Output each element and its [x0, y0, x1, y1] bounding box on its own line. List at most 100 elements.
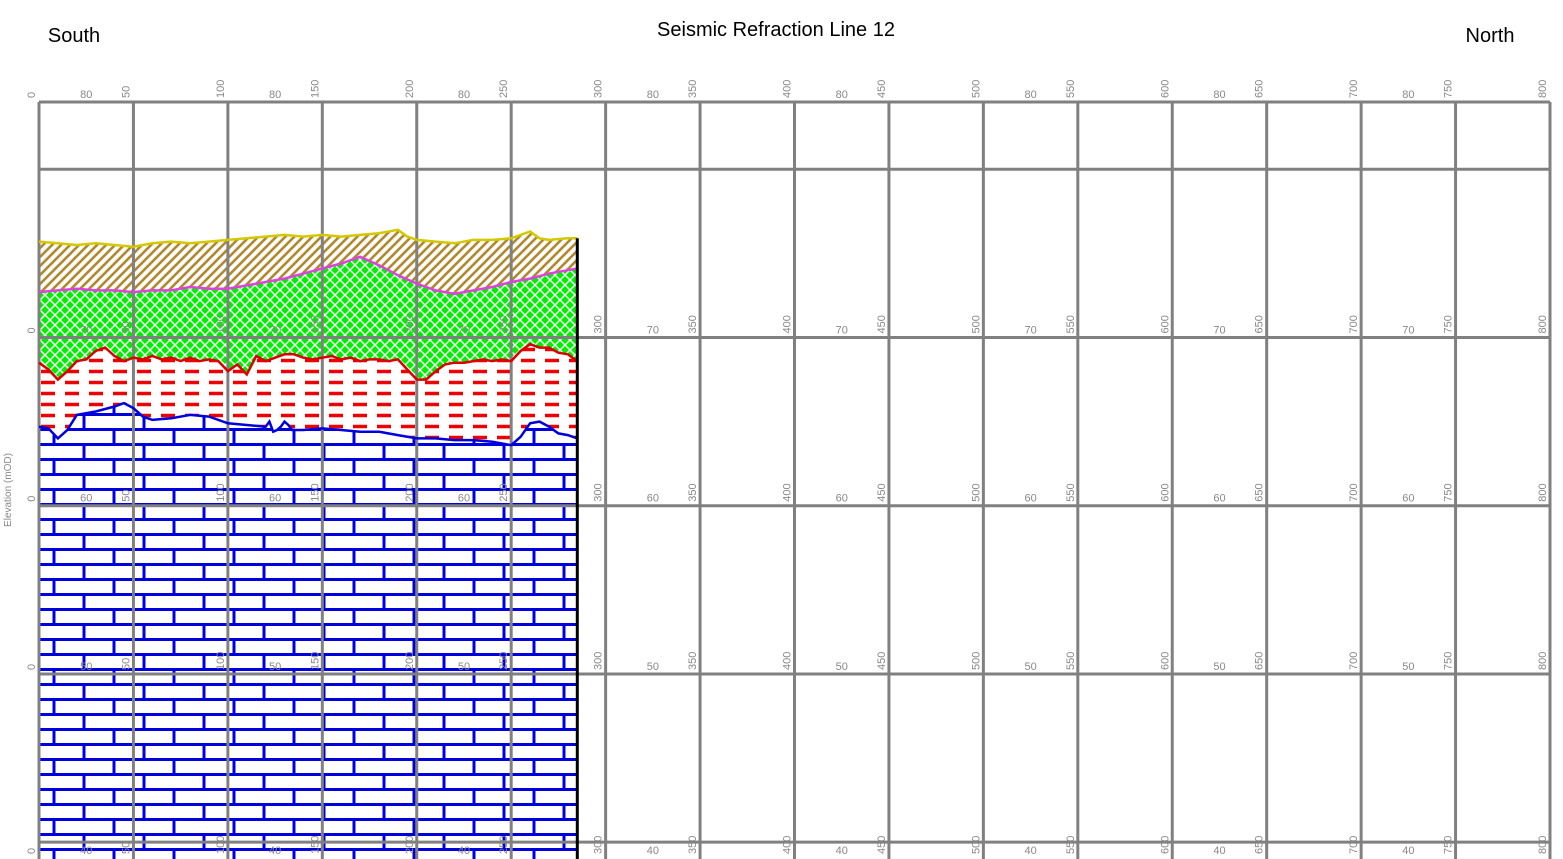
elevation-tick-label: 80 [1402, 89, 1414, 101]
elevation-tick-label: 40 [836, 845, 848, 857]
distance-tick-label: 650 [1254, 80, 1266, 98]
distance-tick-label: 500 [970, 836, 982, 854]
elevation-tick-label: 60 [269, 493, 281, 505]
distance-tick-label: 50 [120, 86, 132, 98]
distance-tick-label: 0 [26, 848, 38, 854]
distance-tick-label: 650 [1254, 315, 1266, 333]
distance-tick-label: 700 [1348, 80, 1360, 98]
elevation-tick-label: 80 [647, 89, 659, 101]
distance-tick-label: 450 [876, 836, 888, 854]
elevation-tick-label: 80 [1024, 89, 1036, 101]
layer-fills [39, 229, 578, 859]
distance-tick-label: 200 [404, 80, 416, 98]
distance-tick-label: 450 [876, 315, 888, 333]
distance-tick-label: 150 [309, 836, 321, 854]
elevation-tick-label: 50 [836, 661, 848, 673]
distance-tick-label: 500 [970, 80, 982, 98]
distance-tick-label: 350 [687, 315, 699, 333]
elevation-tick-label: 50 [647, 661, 659, 673]
elevation-tick-label: 80 [80, 89, 92, 101]
distance-tick-label: 0 [26, 664, 38, 670]
elevation-tick-label: 40 [647, 845, 659, 857]
elevation-tick-label: 80 [836, 89, 848, 101]
gravel-top-line [38, 255, 578, 296]
distance-tick-label: 0 [26, 92, 38, 98]
distance-tick-label: 100 [215, 483, 227, 501]
distance-tick-label: 400 [782, 483, 794, 501]
elevation-tick-label: 60 [458, 493, 470, 505]
distance-tick-label: 500 [970, 315, 982, 333]
elevation-tick-label: 50 [458, 661, 470, 673]
distance-tick-label: 50 [120, 321, 132, 333]
distance-tick-label: 150 [309, 652, 321, 670]
grid [37, 100, 1552, 859]
gravel-layer [39, 256, 578, 380]
distance-tick-label: 700 [1348, 652, 1360, 670]
distance-tick-label: 100 [215, 80, 227, 98]
distance-tick-label: 500 [970, 483, 982, 501]
distance-tick-label: 550 [1065, 483, 1077, 501]
elevation-tick-label: 40 [1402, 845, 1414, 857]
clay-top-line [38, 342, 579, 382]
distance-tick-label: 750 [1443, 483, 1455, 501]
elevation-tick-label: 70 [80, 325, 92, 337]
distance-tick-label: 300 [593, 483, 605, 501]
elevation-tick-label: 40 [1213, 845, 1225, 857]
distance-tick-label: 750 [1443, 315, 1455, 333]
distance-tick-label: 700 [1348, 315, 1360, 333]
distance-tick-label: 250 [498, 652, 510, 670]
distance-tick-label: 400 [782, 315, 794, 333]
distance-tick-label: 350 [687, 483, 699, 501]
south-label: South [48, 25, 100, 47]
distance-tick-label: 750 [1443, 652, 1455, 670]
distance-tick-label: 400 [782, 836, 794, 854]
distance-tick-label: 300 [593, 315, 605, 333]
distance-tick-label: 150 [309, 80, 321, 98]
elevation-tick-label: 50 [1024, 661, 1036, 673]
ground-surface-line [38, 228, 578, 248]
distance-tick-label: 800 [1537, 80, 1549, 98]
elevation-tick-label: 70 [458, 325, 470, 337]
elevation-tick-label: 50 [269, 661, 281, 673]
elevation-tick-label: 50 [80, 661, 92, 673]
distance-tick-label: 200 [404, 836, 416, 854]
distance-tick-label: 400 [782, 80, 794, 98]
y-axis-label: Elevation (mOD) [3, 453, 14, 527]
distance-tick-label: 500 [970, 652, 982, 670]
layer-boundaries [38, 228, 579, 859]
distance-tick-label: 300 [593, 836, 605, 854]
distance-tick-label: 400 [782, 652, 794, 670]
distance-tick-label: 250 [498, 483, 510, 501]
elevation-tick-label: 50 [1213, 661, 1225, 673]
distance-tick-label: 750 [1443, 836, 1455, 854]
section-title: Seismic Refraction Line 12 [657, 19, 895, 41]
elevation-tick-label: 80 [269, 89, 281, 101]
distance-tick-label: 450 [876, 483, 888, 501]
clay-layer [39, 344, 578, 446]
elevation-tick-label: 80 [458, 89, 470, 101]
distance-tick-label: 650 [1254, 652, 1266, 670]
distance-tick-label: 800 [1537, 315, 1549, 333]
elevation-tick-label: 60 [1402, 493, 1414, 505]
distance-tick-label: 550 [1065, 652, 1077, 670]
distance-tick-label: 200 [404, 652, 416, 670]
distance-tick-label: 250 [498, 315, 510, 333]
elevation-tick-label: 40 [80, 845, 92, 857]
distance-tick-label: 50 [120, 658, 132, 670]
distance-tick-label: 800 [1537, 836, 1549, 854]
elevation-tick-label: 70 [836, 325, 848, 337]
distance-tick-label: 100 [215, 652, 227, 670]
topsoil-layer [39, 229, 578, 294]
distance-tick-label: 0 [26, 496, 38, 502]
distance-tick-label: 350 [687, 80, 699, 98]
distance-tick-label: 100 [215, 836, 227, 854]
elevation-tick-label: 60 [80, 493, 92, 505]
elevation-tick-label: 40 [1024, 845, 1036, 857]
distance-tick-label: 300 [593, 652, 605, 670]
distance-tick-label: 100 [215, 315, 227, 333]
elevation-tick-label: 70 [1213, 325, 1225, 337]
elevation-tick-label: 70 [1402, 325, 1414, 337]
distance-tick-label: 550 [1065, 836, 1077, 854]
